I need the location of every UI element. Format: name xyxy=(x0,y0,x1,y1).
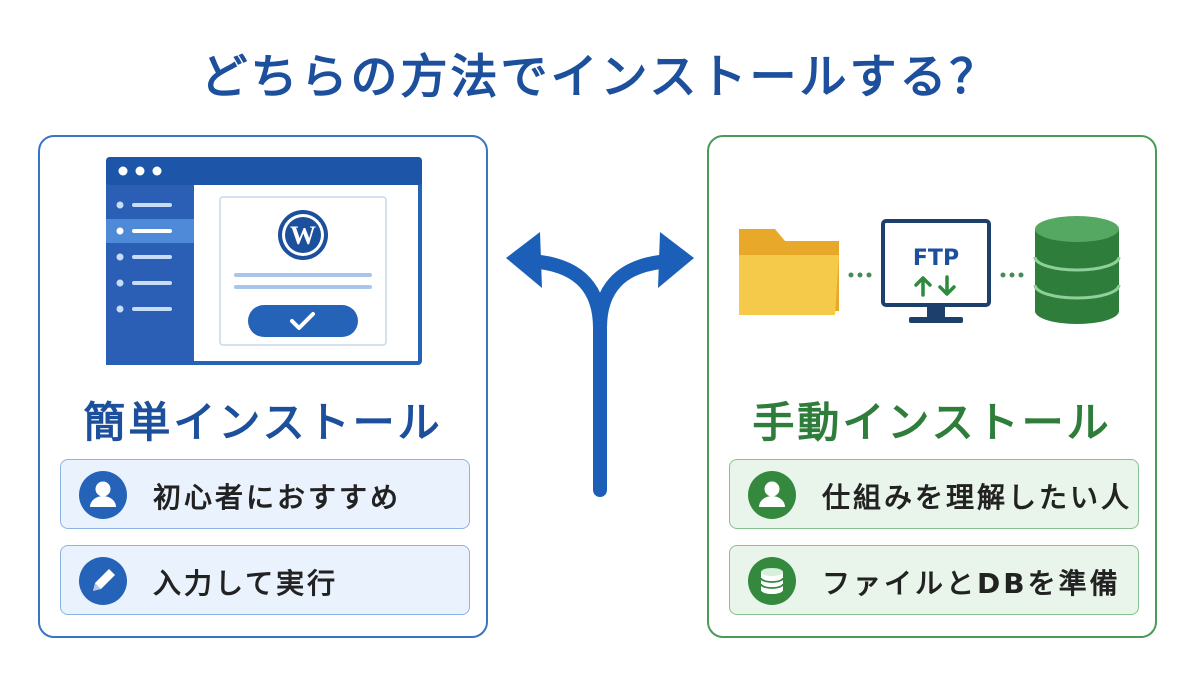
manual-item-label: 仕組みを理解したい人 xyxy=(822,481,1133,514)
wordpress-logo: W xyxy=(278,210,328,260)
manual-item-label: ファイルとDBを準備 xyxy=(822,567,1121,600)
manual-install-heading: 手動インストール xyxy=(752,398,1112,447)
easy-item-input-run: 入力して実行 xyxy=(60,545,470,615)
user-icon xyxy=(748,471,796,519)
easy-item-label: 初心者におすすめ xyxy=(153,481,402,514)
easy-install-heading: 簡単インストール xyxy=(83,398,443,447)
easy-item-beginners: 初心者におすすめ xyxy=(60,459,470,529)
easy-install-panel: W 簡単インストール 初心者におすすめ 入力して実行 xyxy=(38,135,488,638)
ftp-label: FTP xyxy=(913,246,959,271)
installer-window-illustration: W xyxy=(106,157,422,365)
database-icon xyxy=(1033,216,1121,324)
folder-icon xyxy=(739,229,839,315)
easy-item-label: 入力して実行 xyxy=(153,567,339,600)
ftp-monitor-icon: FTP xyxy=(881,219,991,323)
pencil-icon xyxy=(79,557,127,605)
checkmark-icon xyxy=(290,312,315,330)
svg-text:W: W xyxy=(290,221,316,250)
manual-install-panel: FTP 手動インストール 仕組みを理解したい人 xyxy=(707,135,1157,638)
ftp-transfer-illustration: FTP xyxy=(739,216,1121,324)
download-arrow-icon xyxy=(938,275,956,296)
database-icon xyxy=(748,557,796,605)
manual-item-prepare-files: ファイルとDBを準備 xyxy=(729,545,1139,615)
user-icon xyxy=(79,471,127,519)
page-title: どちらの方法でインストールする？ xyxy=(200,50,1000,105)
fork-arrow xyxy=(506,232,694,497)
upload-arrow-icon xyxy=(914,276,932,297)
manual-item-understand: 仕組みを理解したい人 xyxy=(729,459,1139,529)
